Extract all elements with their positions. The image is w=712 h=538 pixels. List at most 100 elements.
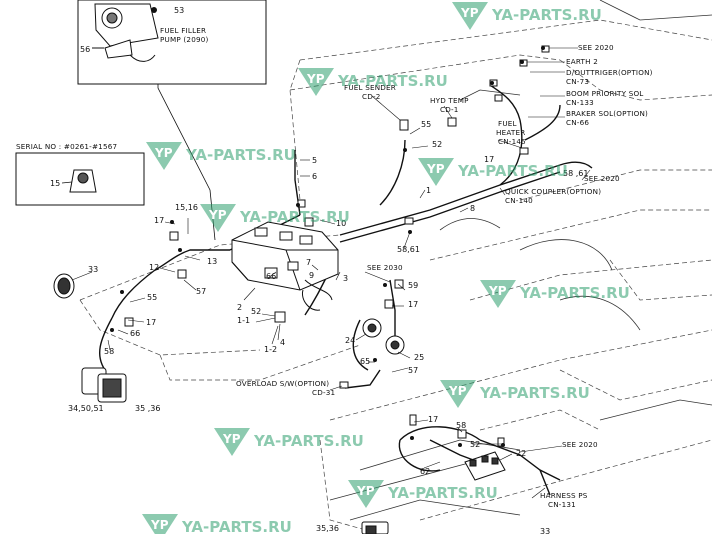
label-quick-coupler: QUICK COUPLER(OPTION) [505,187,601,196]
part-9: 9 [309,271,314,280]
label-cd2: CD-2 [362,92,381,101]
switches [362,318,405,355]
leader-lines [71,47,591,499]
part-57b: 57 [408,366,418,375]
watermark-logo-icon [418,158,454,186]
label-cn140: CN-140 [505,196,533,205]
part-17c: 17 [146,318,156,327]
watermark-logo-icon [214,428,250,456]
watermark-logo-letters: YP [356,484,375,498]
watermark-logo-letters: YP [488,284,507,298]
battery-pack [231,221,339,311]
part-58a: 58 [104,347,114,356]
part-35-36a: 35 ,36 [135,404,160,413]
label-harness: HARNESS PS [540,491,588,500]
watermark-logo-icon [440,380,476,408]
part-58-61b: 58,61 [397,245,420,254]
watermark-text: YA-PARTS.RU [253,432,364,450]
watermark-logo-letters: YP [154,146,173,160]
part-17a: 17 [484,155,494,164]
label-cd1: CD-1 [440,105,459,114]
watermark-logo-letters: YP [150,518,169,532]
part-59: 59 [408,281,418,290]
part-33b: 33 [540,527,550,534]
part-55b: 55 [147,293,157,302]
label-fuel-heater-1: FUEL [498,119,517,128]
watermark-stamp: YP YA-PARTS.RU [200,204,350,232]
watermark-logo-icon [348,480,384,508]
watermark-text: YA-PARTS.RU [479,384,590,402]
watermark-text: YA-PARTS.RU [239,208,350,226]
part-58-61a: 58 ,61 [563,169,588,178]
part-5: 5 [312,156,317,165]
part-34-50-51: 34,50,51 [68,404,104,413]
harness-cable [98,84,593,496]
watermark-text: YA-PARTS.RU [457,162,568,180]
work-lamp [81,367,127,403]
watermark-stamp: YP YA-PARTS.RU [298,68,448,96]
label-see2020-b: SEE 2020 [584,174,620,183]
horn-33 [53,273,75,299]
part-17d: 17 [408,300,418,309]
label-cn131: CN-131 [548,500,576,509]
part-52b: 52 [251,307,261,316]
part-1: 1 [426,186,431,195]
inset-fuel-filler: FUEL FILLER PUMP (2090) 56 53 [77,0,267,241]
label-cd31: CD-31 [312,388,335,397]
label-braker: BRAKER SOL(OPTION) [566,109,648,118]
part-52a: 52 [432,140,442,149]
inset-caption-1: FUEL FILLER [160,26,206,35]
serial-part-15: 15 [50,179,60,188]
watermark-logo-letters: YP [306,72,325,86]
part-58b: 58 [456,421,466,430]
watermark-logo-letters: YP [222,432,241,446]
inset-part-53: 53 [174,6,184,15]
inset-caption-2: PUMP (2090) [160,35,209,44]
part-57a: 57 [196,287,206,296]
part-17e: 17 [428,415,438,424]
part-1-1: 1-1 [237,316,250,325]
watermark-logo-letters: YP [460,6,479,20]
part-33a: 33 [88,265,98,274]
label-cn145: CN-145 [498,137,526,146]
watermark-stamp: YP YA-PARTS.RU [146,142,296,170]
label-fuel-sender: FUEL SENDER [344,83,396,92]
part-12: 12 [149,263,159,272]
part-22: 22 [516,449,526,458]
watermark-text: YA-PARTS.RU [337,72,448,90]
watermark-logo-letters: YP [426,162,445,176]
label-see2020-c: SEE 2020 [562,440,598,449]
part-25: 25 [414,353,424,362]
frame-outline [79,19,712,535]
label-see2030: SEE 2030 [367,263,403,272]
part-7: 7 [306,258,311,267]
part-66: 66 [266,272,276,281]
watermark-logo-icon [452,2,488,30]
part-6: 6 [312,172,317,181]
part-62: 62 [420,467,430,476]
part-1-2: 1-2 [264,345,277,354]
watermark-logo-letters: YP [208,208,227,222]
watermark-logo-icon [146,142,182,170]
watermark-logo-icon [480,280,516,308]
label-fuel-heater-2: HEATER [496,128,525,137]
part-55: 55 [421,120,431,129]
watermark-text: YA-PARTS.RU [185,146,296,164]
relay-block [464,451,506,481]
part-52c: 52 [470,440,480,449]
label-cn73: CN-73 [566,77,589,86]
part-4: 4 [280,338,285,347]
part-65: 65 [360,357,370,366]
part-15-16: 15,16 [175,203,198,212]
part-8: 8 [470,204,475,213]
bottom-component [361,521,389,535]
frame-solid [329,0,712,521]
part-3: 3 [343,274,348,283]
watermark-logo-icon [200,204,236,232]
part-numbers: 5 6 55 52 17 1 8 58 ,61 10 17 15,16 12 1… [68,120,588,536]
